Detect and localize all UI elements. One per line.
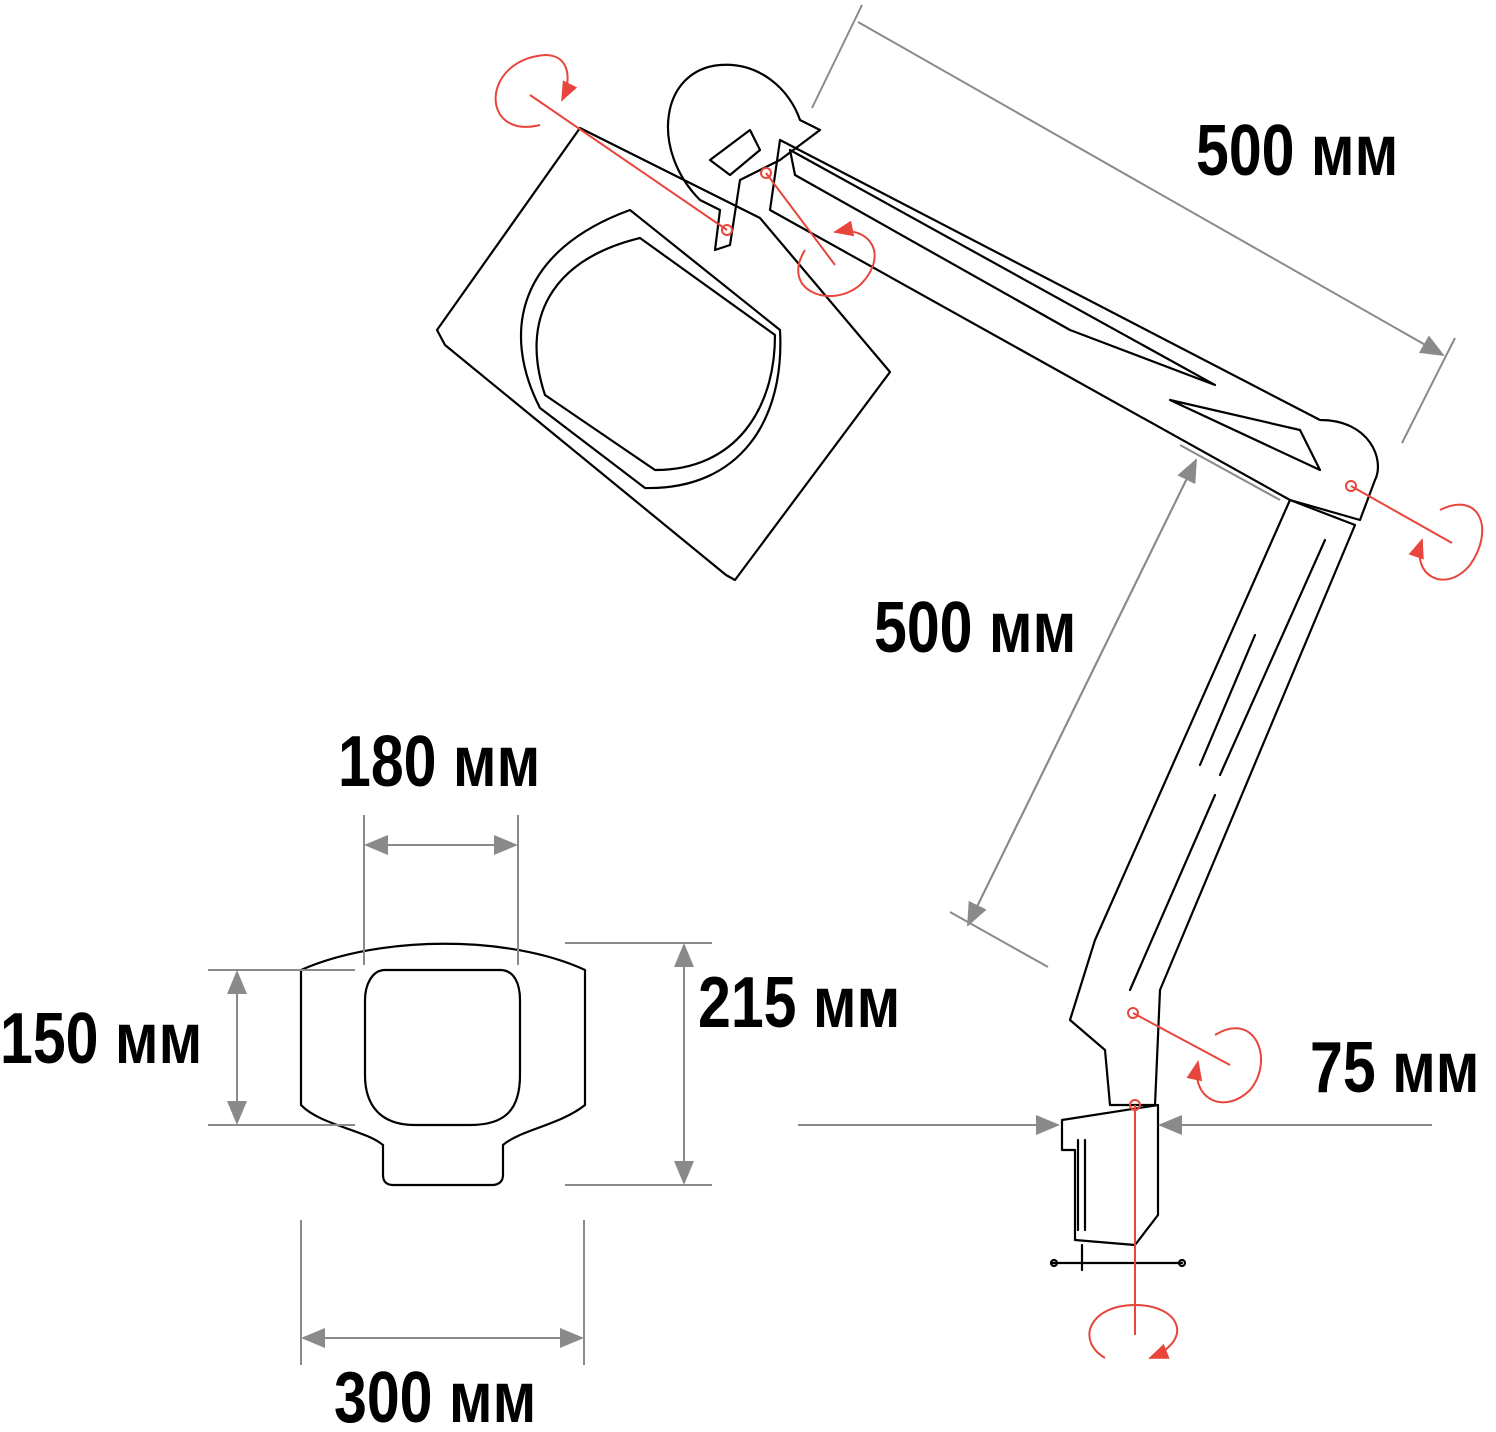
- dimension-lines: [208, 4, 1456, 1365]
- head-bracket: [667, 63, 822, 252]
- lower-arm-length-label: 500 мм: [874, 588, 1077, 668]
- upper-arm: [768, 138, 1380, 522]
- head-height-label: 215 мм: [698, 963, 901, 1043]
- lens-width-label: 180 мм: [338, 722, 541, 802]
- desk-clamp: [1049, 1103, 1187, 1272]
- clamp-width-label: 75 мм: [1310, 1028, 1480, 1108]
- head-width-label: 300 мм: [334, 1358, 537, 1432]
- upper-arm-length-label: 500 мм: [1196, 111, 1399, 191]
- lamp-head-front: [299, 942, 587, 1187]
- lamp-head-side: [435, 126, 892, 582]
- lens-height-label: 150 мм: [0, 999, 203, 1079]
- rotation-indicators: [494, 53, 1484, 1359]
- lower-arm: [1068, 498, 1357, 1107]
